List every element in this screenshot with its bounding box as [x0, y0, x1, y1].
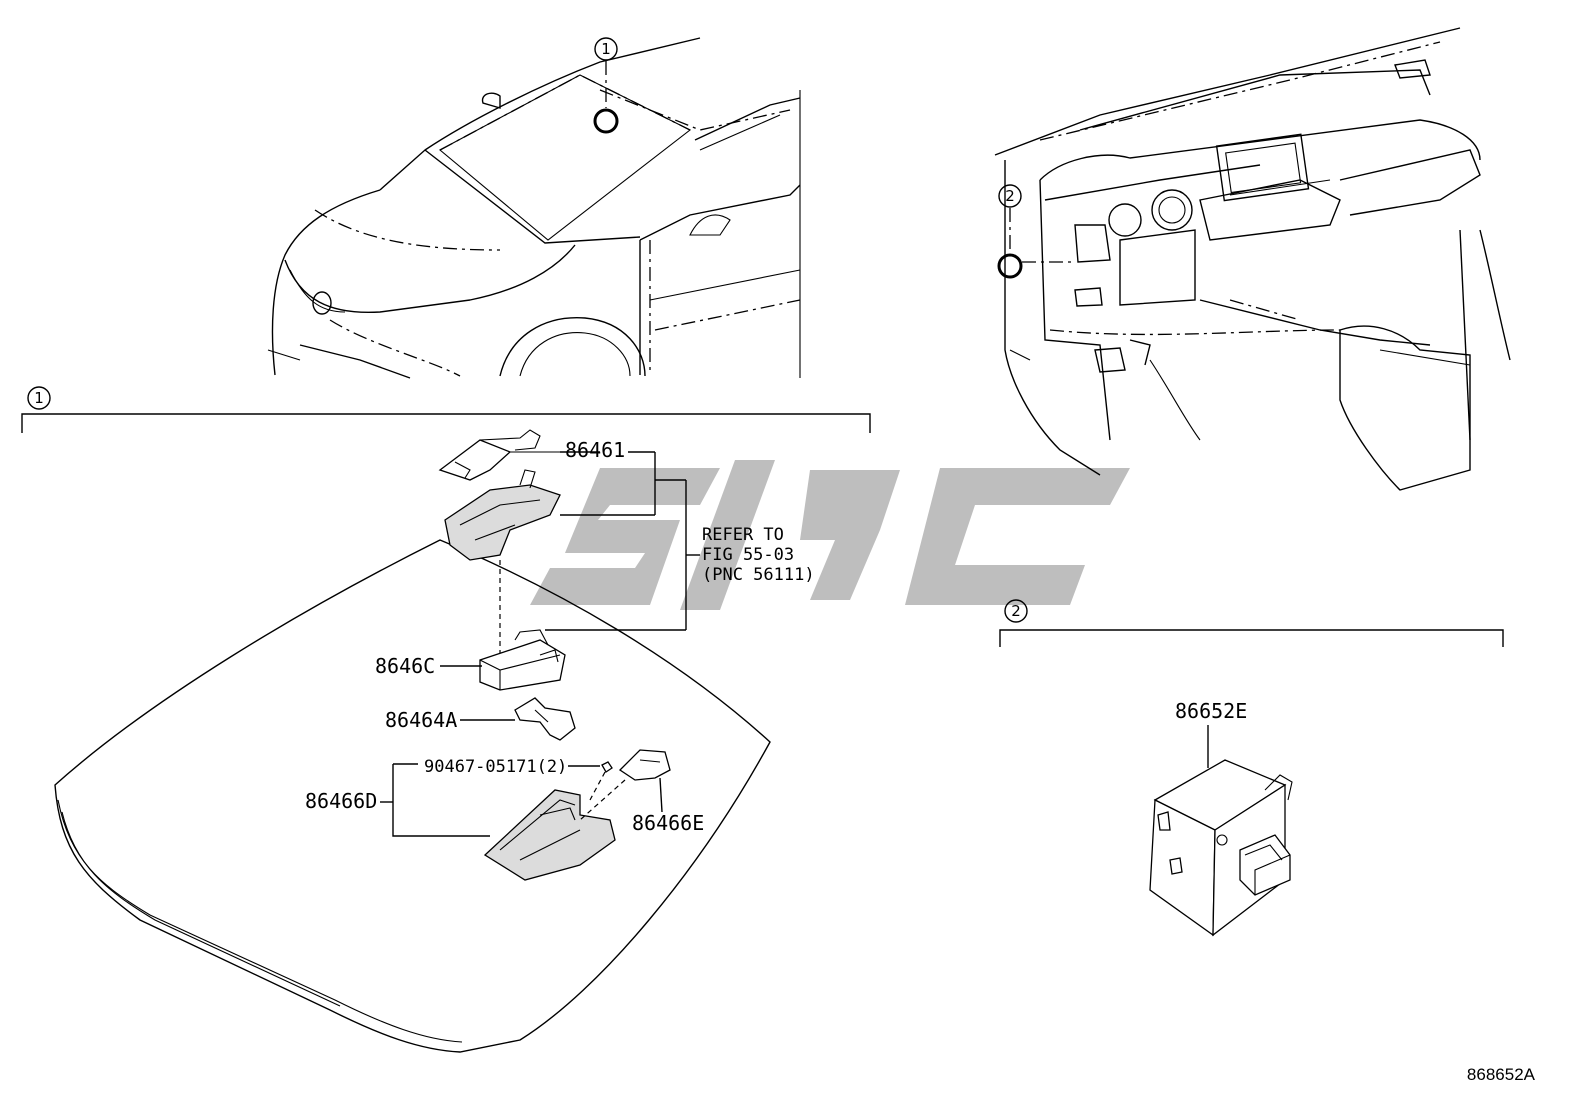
- refer-text-line1: REFER TO: [702, 525, 784, 545]
- refer-text-line3: (PNC 56111): [702, 565, 815, 585]
- dashboard-interior-illustration: [994, 27, 1511, 491]
- part-86464A-plate: [460, 697, 576, 741]
- callout-number: 2: [1005, 187, 1015, 205]
- part-86466D-cover: [380, 763, 616, 881]
- watermark-logo: [530, 460, 1130, 610]
- part-camera-bracket: [444, 469, 561, 660]
- refer-text-line2: FIG 55-03: [702, 545, 794, 565]
- label-86461: 86461: [565, 438, 625, 462]
- label-86466D: 86466D: [305, 789, 377, 813]
- section-number: 1: [34, 389, 44, 407]
- section-two-bracket: 2: [999, 599, 1504, 647]
- label-86464A: 86464A: [385, 708, 457, 732]
- label-86466E: 86466E: [632, 811, 704, 835]
- figure-id: 868652A: [1467, 1065, 1536, 1084]
- part-90467-screw: [568, 761, 613, 801]
- part-86652E-module: [1149, 725, 1293, 937]
- car-exterior-illustration: [267, 37, 801, 379]
- callout-one-car: 1: [593, 37, 619, 134]
- windshield-glass: [54, 539, 771, 1053]
- part-8646C-camera: [440, 629, 566, 691]
- refer-bracket-lines: [545, 451, 700, 631]
- label-86652E: 86652E: [1175, 699, 1247, 723]
- section-one-bracket: 1: [21, 386, 871, 433]
- callout-two-dashboard: 2: [997, 184, 1075, 279]
- label-90467-05171: 90467-05171(2): [424, 757, 567, 777]
- part-86461-harness: [438, 429, 600, 481]
- section-number: 2: [1011, 602, 1021, 620]
- callout-number: 1: [601, 40, 611, 58]
- part-86466E-clip: [579, 749, 671, 821]
- label-8646C: 8646C: [375, 654, 435, 678]
